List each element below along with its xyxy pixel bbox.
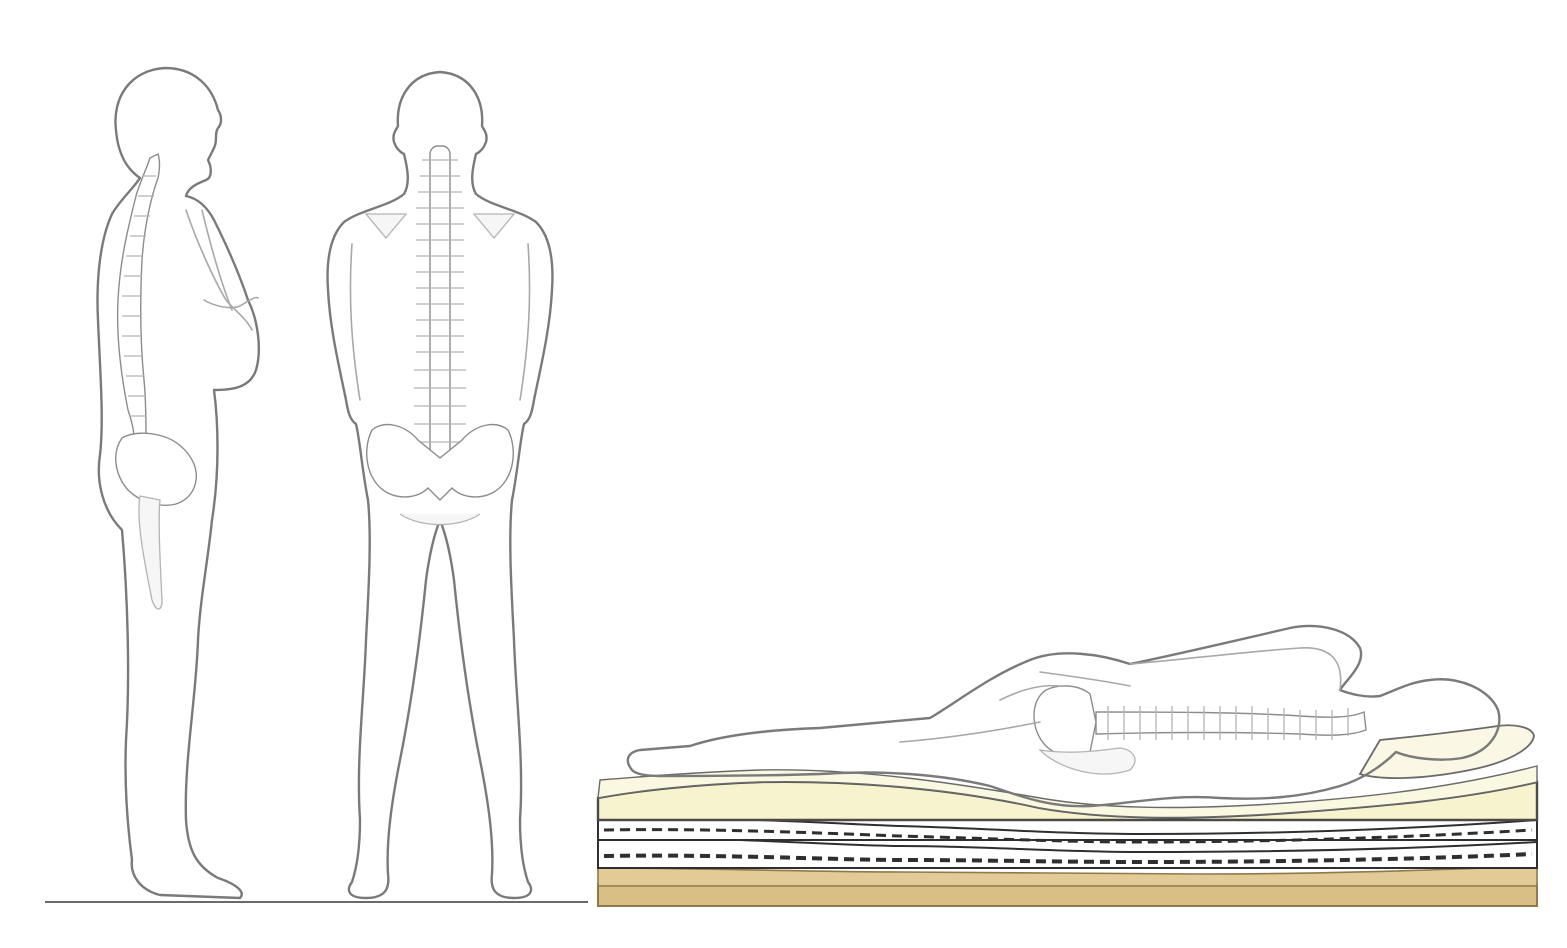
spring-layer-2 xyxy=(597,836,1538,869)
back-pelvis xyxy=(366,423,514,501)
side-view-figure xyxy=(96,66,261,900)
wood-base-layer xyxy=(597,883,1538,907)
side-pelvis xyxy=(115,432,197,506)
lying-spine xyxy=(1095,706,1367,740)
lying-view-figure xyxy=(626,624,1535,808)
lying-pelvis xyxy=(1033,685,1097,757)
back-spine xyxy=(414,145,466,461)
right-scapula xyxy=(472,213,516,240)
pillow xyxy=(1358,724,1535,779)
left-scapula xyxy=(364,213,408,240)
mattress xyxy=(596,765,1539,907)
back-view-figure xyxy=(326,70,554,900)
